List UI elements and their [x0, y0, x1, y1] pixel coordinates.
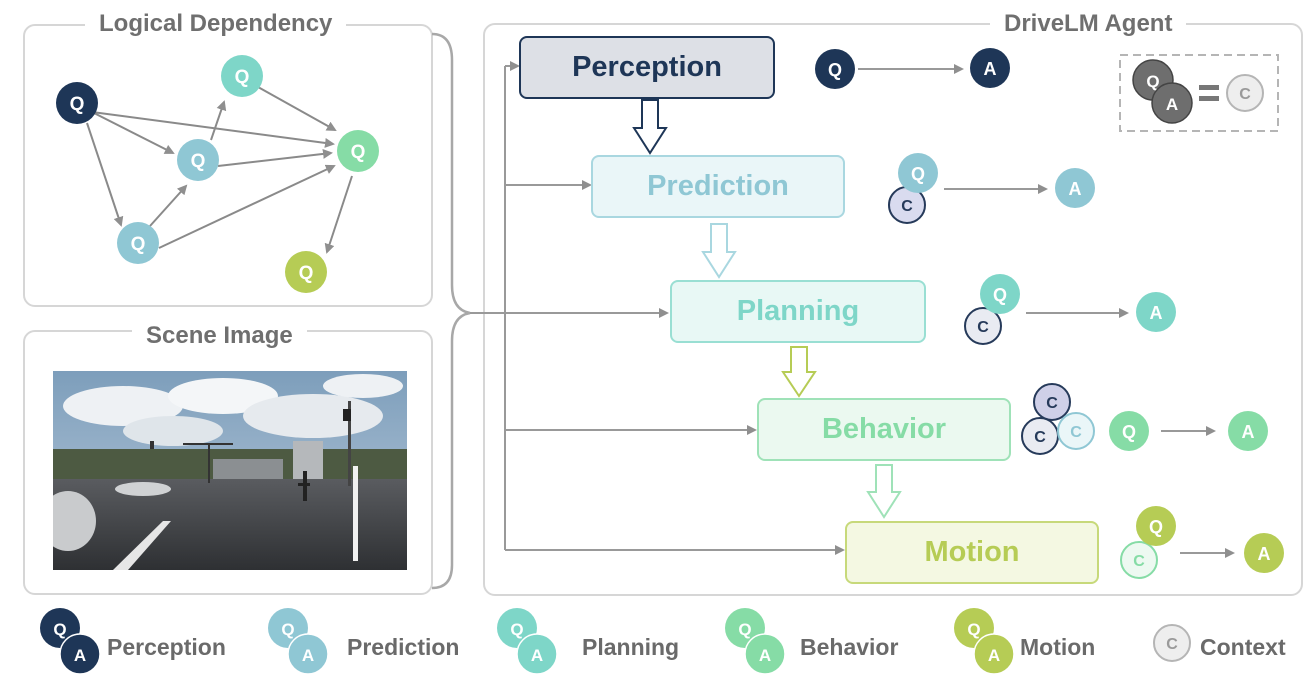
- svg-text:Q: Q: [738, 620, 751, 639]
- planning-qa: C Q A: [964, 274, 1176, 345]
- q-node-perception: Q: [56, 82, 98, 124]
- down-arrow-behavior: [866, 464, 902, 519]
- svg-text:Q: Q: [1149, 517, 1163, 537]
- svg-text:Q: Q: [299, 263, 314, 284]
- street-scene-photo: [53, 371, 407, 570]
- svg-text:Q: Q: [993, 285, 1007, 305]
- q-node-behavior: Q: [337, 130, 379, 172]
- svg-text:Q: Q: [351, 142, 366, 163]
- brace: [431, 32, 471, 590]
- svg-text:A: A: [984, 59, 997, 79]
- dependency-nodes: Q Q Q Q Q Q: [56, 55, 379, 293]
- scene-image-title: Scene Image: [132, 322, 307, 350]
- stage-flow-arrows: [632, 99, 902, 519]
- svg-text:C: C: [1034, 429, 1046, 446]
- legend-label-motion: Motion: [1020, 634, 1096, 660]
- dependency-edges: [86, 86, 353, 254]
- svg-text:Q: Q: [131, 234, 146, 255]
- legend-label-behavior: Behavior: [800, 634, 899, 660]
- feed-arrows: [470, 61, 845, 555]
- stage-prediction: Prediction: [591, 155, 845, 218]
- svg-text:Q: Q: [828, 60, 842, 80]
- svg-text:C: C: [1166, 636, 1178, 653]
- stage-perception: Perception: [519, 36, 775, 99]
- svg-text:C: C: [1046, 395, 1058, 412]
- motion-qa: C Q A: [1120, 506, 1284, 579]
- q-node-motion: Q: [285, 251, 327, 293]
- qa-equals-context-box: Q A C: [1119, 54, 1279, 132]
- svg-text:Q: Q: [281, 620, 294, 639]
- legend-context-icon: C: [1153, 624, 1191, 662]
- svg-text:Q: Q: [70, 94, 85, 115]
- svg-text:C: C: [977, 319, 989, 336]
- stage-perception-label: Perception: [572, 51, 722, 83]
- legend-planning-icon: Q A: [497, 608, 558, 675]
- stage-behavior-label: Behavior: [821, 413, 947, 445]
- q-node-prediction-1: Q: [177, 139, 219, 181]
- svg-text:Q: Q: [53, 620, 66, 639]
- down-arrow-prediction: [701, 223, 737, 279]
- svg-text:C: C: [1133, 553, 1145, 570]
- prediction-qa: C Q A: [888, 153, 1095, 224]
- stage-prediction-label: Prediction: [647, 170, 789, 202]
- stage-planning: Planning: [670, 280, 926, 343]
- svg-text:Q: Q: [1122, 422, 1136, 442]
- stage-motion-label: Motion: [924, 536, 1020, 568]
- svg-text:C: C: [901, 198, 913, 215]
- behavior-qa: C C C Q A: [1021, 383, 1268, 455]
- svg-text:A: A: [1150, 303, 1163, 323]
- stage-planning-label: Planning: [736, 295, 860, 327]
- svg-text:A: A: [1258, 544, 1271, 564]
- legend-glyphs: Q A Q A Q A Q A Q A: [40, 608, 1191, 675]
- svg-text:Q: Q: [1146, 72, 1159, 91]
- svg-text:A: A: [1069, 179, 1082, 199]
- legend-label-perception: Perception: [107, 634, 226, 660]
- legend-label-prediction: Prediction: [347, 634, 460, 660]
- legend-perception-icon: Q A: [40, 608, 101, 675]
- logical-dependency-title: Logical Dependency: [85, 10, 347, 38]
- svg-text:A: A: [988, 646, 1000, 665]
- legend-behavior-icon: Q A: [725, 608, 786, 675]
- svg-text:Q: Q: [911, 164, 925, 184]
- q-node-prediction-2: Q: [117, 222, 159, 264]
- down-arrow-planning: [781, 346, 817, 398]
- qa-arrows: [858, 64, 1235, 558]
- svg-text:A: A: [74, 646, 86, 665]
- svg-text:Q: Q: [967, 620, 980, 639]
- scene-image: [53, 371, 407, 570]
- svg-text:A: A: [1242, 422, 1255, 442]
- svg-text:A: A: [1166, 95, 1178, 114]
- svg-text:A: A: [759, 646, 771, 665]
- legend-motion-icon: Q A: [954, 608, 1015, 675]
- drivelm-agent-title: DriveLM Agent: [990, 10, 1187, 38]
- svg-text:Q: Q: [235, 67, 250, 88]
- svg-text:C: C: [1239, 86, 1251, 103]
- down-arrow-perception: [632, 99, 668, 155]
- drivelm-agent-panel: [483, 23, 1303, 596]
- legend-label-context: Context: [1200, 634, 1286, 660]
- q-node-planning: Q: [221, 55, 263, 97]
- perception-qa: Q A: [815, 48, 1010, 89]
- svg-text:Q: Q: [191, 151, 206, 172]
- svg-text:A: A: [531, 646, 543, 665]
- stage-behavior: Behavior: [757, 398, 1011, 461]
- stage-motion: Motion: [845, 521, 1099, 584]
- svg-text:A: A: [302, 646, 314, 665]
- svg-text:Q: Q: [510, 620, 523, 639]
- legend-label-planning: Planning: [582, 634, 680, 660]
- legend-prediction-icon: Q A: [268, 608, 329, 675]
- svg-text:C: C: [1070, 424, 1082, 441]
